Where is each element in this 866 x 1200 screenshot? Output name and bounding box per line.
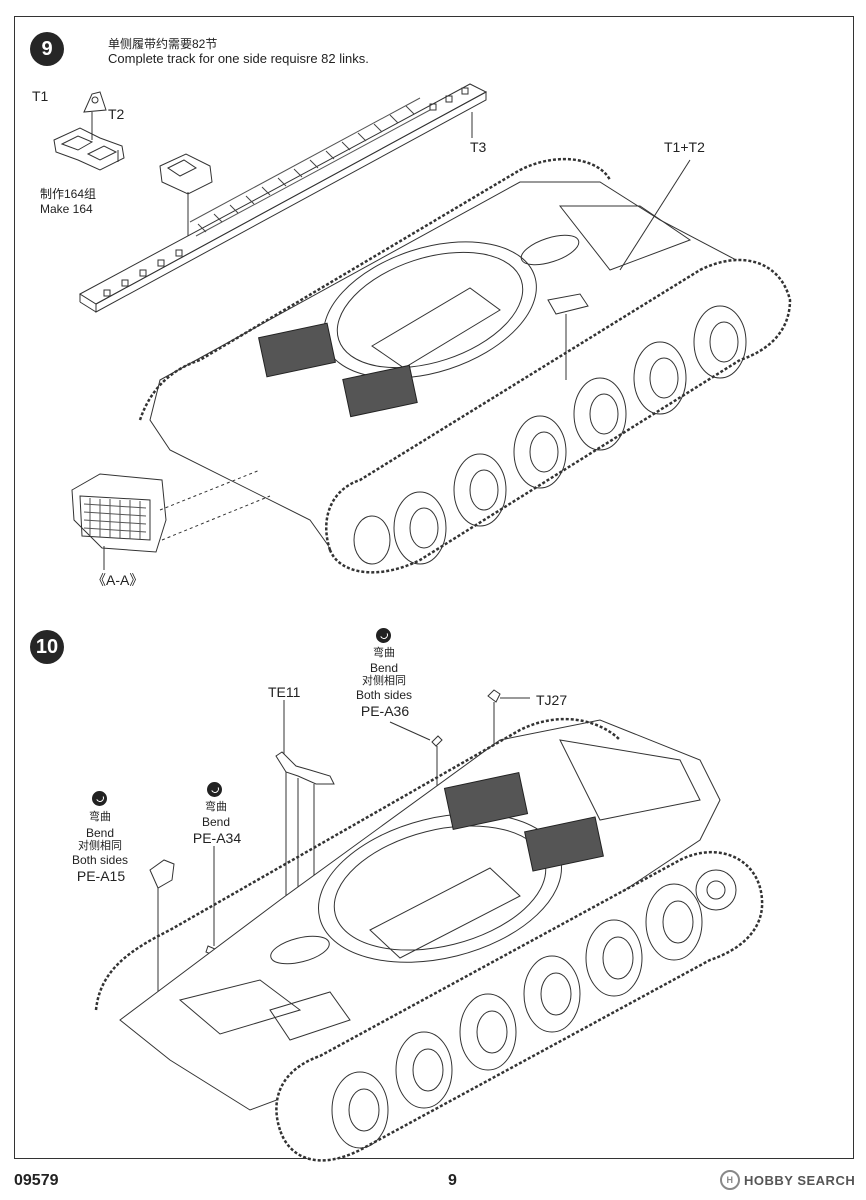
pe-a36-bend-en: Bend	[369, 661, 399, 675]
pe-a34-bend-cn: 弯曲	[205, 801, 227, 813]
pe-a15-part: PE-A15	[76, 868, 126, 884]
step-9-note-en: Complete track for one side requisre 82 …	[108, 51, 369, 66]
bend-icon	[376, 628, 391, 643]
step-9-badge: 9	[30, 32, 64, 66]
footer-page-number: 9	[448, 1172, 457, 1189]
pe-a36-part: PE-A36	[360, 703, 410, 719]
label-te11: TE11	[268, 684, 301, 700]
step-10-badge: 10	[30, 630, 64, 664]
make-164-cn: 制作164组	[40, 187, 97, 201]
label-t2: T2	[108, 106, 125, 122]
pe-a15-both-cn: 对侧相同	[78, 840, 122, 852]
pe-a15-both-en: Both sides	[71, 853, 129, 867]
track-link-t2-part	[53, 127, 125, 171]
pe-a34-bend-en: Bend	[201, 815, 231, 829]
hobby-search-text: HOBBY SEARCH	[744, 1172, 856, 1188]
tank-hull-step9	[138, 157, 792, 574]
pe-a36-both-cn: 对侧相同	[362, 675, 406, 687]
make-164-en: Make 164	[40, 202, 93, 216]
pe-a15-bend-cn: 弯曲	[89, 811, 111, 823]
footer-kit-code: 09579	[14, 1172, 59, 1189]
pe-a36-bend-cn: 弯曲	[373, 647, 395, 659]
hobby-search-logo-icon: H	[720, 1170, 740, 1190]
road-wheels-step9	[353, 305, 747, 565]
track-jig-t3	[79, 83, 488, 313]
hobby-search-watermark: H HOBBY SEARCH	[720, 1170, 855, 1190]
step-9-note-cn: 单侧履带约需要82节	[108, 37, 218, 51]
pe-a15-bend-en: Bend	[85, 826, 115, 840]
label-t1-t2: T1+T2	[664, 139, 705, 155]
road-wheels-step10	[331, 869, 737, 1149]
tank-hull-step10	[94, 717, 764, 1162]
track-link-t1-part	[83, 91, 107, 140]
part-a-a-grille	[71, 469, 271, 570]
part-pe-a15	[149, 859, 175, 1010]
pe-a36-both-en: Both sides	[355, 688, 413, 702]
bend-icon	[92, 791, 107, 806]
bend-icon	[207, 782, 222, 797]
label-tj27: TJ27	[536, 692, 568, 708]
pe-a34-part: PE-A34	[192, 830, 242, 846]
label-t1: T1	[32, 88, 49, 104]
section-a-a: 《A-A》	[92, 572, 144, 588]
label-t3: T3	[470, 139, 487, 155]
